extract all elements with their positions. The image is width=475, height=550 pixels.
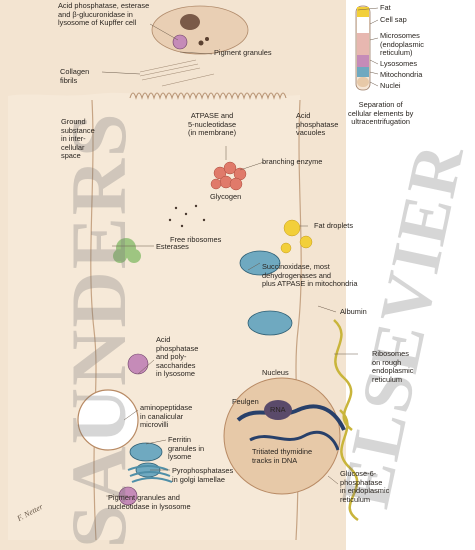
tube-label-nuclei: Nuclei bbox=[380, 81, 401, 90]
free-ribosomes bbox=[168, 204, 206, 228]
label-glycogen: Glycogen bbox=[210, 192, 242, 201]
label-fat-droplets: Fat droplets bbox=[314, 221, 354, 230]
label-acid-phosphatase-lysosome: Acid phosphatase and poly- saccharides i… bbox=[156, 335, 199, 379]
tube-label-lysosomes: Lysosomes bbox=[380, 59, 418, 68]
watermark-left: SAUNDERS bbox=[55, 111, 142, 548]
rough-er-icon bbox=[333, 319, 359, 522]
label-nucleus: Nucleus bbox=[262, 368, 289, 377]
sinusoidal-microvilli bbox=[129, 92, 287, 100]
label-tritiated-thymidine: Tritiated thymidine tracks in DNA bbox=[252, 447, 313, 465]
nucleus-icon bbox=[223, 377, 346, 495]
kupffer-cell-icon bbox=[151, 5, 249, 55]
label-esterases: Esterases bbox=[156, 242, 189, 251]
label-pyrophosphatases: Pyrophosphatases in golgi lamellae bbox=[172, 466, 234, 484]
label-ribosomes-rough-er: Ribosomes on rough endoplasmic reticulum bbox=[372, 349, 414, 384]
label-succinoxidase: Succinoxidase, most dehydrogenases and p… bbox=[262, 262, 358, 289]
label-collagen-fibrils: Collagen fibrils bbox=[60, 67, 90, 85]
bile-canaliculus-icon bbox=[77, 389, 139, 451]
label-aminopeptidase: aminopeptidase in canalicular microvilli bbox=[140, 403, 193, 430]
label-feulgen: Feulgen bbox=[232, 397, 259, 406]
label-ferritin: Ferritin granules in lysome bbox=[168, 435, 205, 462]
label-atpase: ATPASE and 5-nucleotidase (in membrane) bbox=[188, 111, 237, 138]
label-pigment-granules-top: Pigment granules bbox=[214, 48, 272, 57]
label-albumin: Albumin bbox=[340, 307, 367, 316]
tube-label-fat: Fat bbox=[380, 3, 391, 12]
label-pigment-granules-bottom: Pigment granules and nucleotidase in lys… bbox=[108, 493, 191, 511]
label-ground-substance: Ground substance in inter- cellular spac… bbox=[61, 117, 95, 161]
label-acid-phosphatase-vacuoles: Acid phosphatase vacuoles bbox=[296, 111, 339, 138]
golgi-lamellae-icon bbox=[127, 465, 173, 483]
label-glucose-6-phosphatase: Glucose-6- phosphatase in endoplasmic re… bbox=[340, 469, 390, 504]
label-branching-enzyme: branching enzyme bbox=[262, 157, 323, 166]
label-acid-phosphatase-kupffer: Acid phosphatase, esterase and β-glucuro… bbox=[58, 1, 150, 28]
fat-droplet-icon bbox=[280, 219, 313, 254]
label-rna: RNA bbox=[270, 405, 286, 414]
tube-label-mitochondria: Mitochondria bbox=[380, 70, 423, 79]
label-leaders bbox=[101, 7, 379, 497]
esterase-icon bbox=[113, 238, 141, 263]
centrifuge-tube-icon bbox=[355, 5, 371, 91]
tube-caption: Separation of cellular elements by ultra… bbox=[348, 100, 414, 127]
collagen-fibrils-icon bbox=[139, 59, 215, 87]
label-free-ribosomes: Free ribosomes bbox=[170, 235, 222, 244]
tube-label-microsomes: Microsomes (endoplasmic reticulum) bbox=[380, 31, 424, 58]
glycogen-cluster-icon bbox=[210, 161, 247, 191]
tube-label-cell-sap: Cell sap bbox=[380, 15, 407, 24]
